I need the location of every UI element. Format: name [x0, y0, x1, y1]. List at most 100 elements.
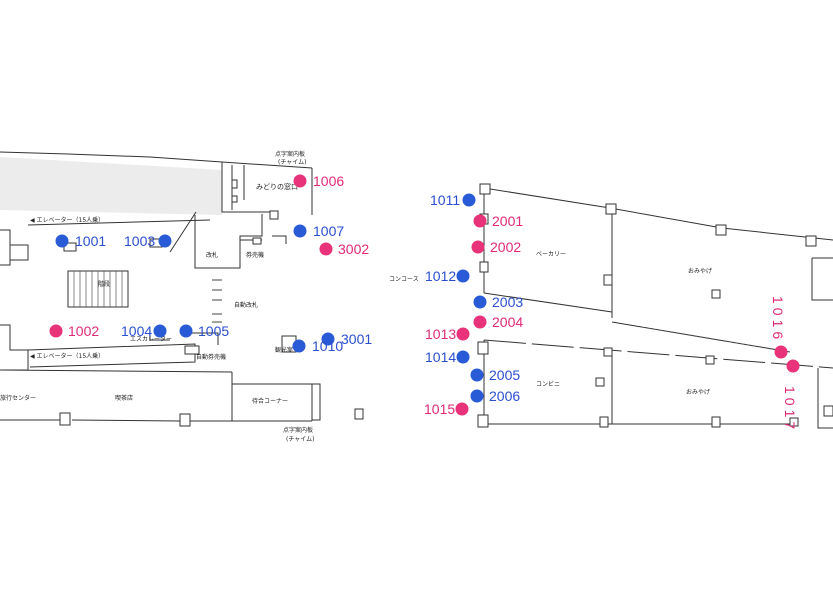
wall	[10, 244, 29, 261]
column	[603, 274, 613, 286]
marker-label-1004: 1004	[121, 323, 152, 339]
wall	[817, 368, 833, 429]
marker-label-2006: 2006	[489, 388, 520, 404]
marker-label-1005: 1005	[198, 323, 229, 339]
marker-dot-2004[interactable]	[473, 315, 487, 329]
wall	[272, 235, 287, 244]
marker-label-1015: 1015	[424, 401, 455, 417]
wall	[194, 214, 263, 269]
column	[184, 345, 200, 355]
wall	[71, 419, 181, 422]
wall	[0, 369, 233, 373]
column	[252, 237, 262, 245]
tenji-top-label: 点字案内板	[275, 150, 305, 158]
marker-label-2004: 2004	[492, 314, 523, 330]
gate-lines	[212, 279, 222, 323]
marker-dot-1002[interactable]	[49, 324, 63, 338]
marker-dots	[49, 174, 800, 416]
ryokou-center-label: 旅行センター	[0, 394, 36, 402]
marker-label-2001: 2001	[492, 213, 523, 229]
marker-dot-3002[interactable]	[319, 242, 333, 256]
marker-dot-1006[interactable]	[293, 174, 307, 188]
marker-dot-1004[interactable]	[153, 324, 167, 338]
marker-dot-2001[interactable]	[473, 214, 487, 228]
kenbaiki-label: 券売機	[246, 251, 264, 259]
column	[823, 405, 833, 417]
marker-dot-2002[interactable]	[471, 240, 485, 254]
marker-dot-1011[interactable]	[462, 193, 476, 207]
column	[705, 355, 715, 365]
column	[789, 417, 799, 427]
concourse-label: コンコース	[389, 276, 419, 283]
marker-dot-1016[interactable]	[774, 345, 788, 359]
stairs-label: 階段	[98, 280, 110, 288]
marker-dot-1014[interactable]	[456, 350, 470, 364]
marker-label-3001: 3001	[341, 331, 372, 347]
marker-label-1003: 1003	[124, 233, 155, 249]
column	[711, 289, 721, 299]
wall	[483, 187, 833, 241]
marker-dot-1012[interactable]	[456, 269, 470, 283]
column	[715, 224, 727, 236]
marker-label-2005: 2005	[489, 367, 520, 383]
column	[477, 341, 489, 355]
wall	[169, 211, 197, 253]
elevator-top-label: ◀ エレベーター（15人乗）	[30, 216, 104, 224]
marker-label-1010: 1010	[312, 338, 343, 354]
kankou-label: 観光案	[275, 346, 293, 354]
marker-dot-1007[interactable]	[293, 224, 307, 238]
marker-label-2002: 2002	[490, 239, 521, 255]
marker-dot-1005[interactable]	[179, 324, 193, 338]
machiai-corner-label: 待合コーナー	[252, 397, 288, 405]
chime-top-label: (チャイム)	[278, 159, 307, 166]
marker-label-1006: 1006	[313, 173, 344, 189]
wall	[611, 321, 791, 353]
column	[354, 408, 364, 420]
column	[805, 235, 817, 247]
wall	[149, 330, 170, 341]
wall	[190, 332, 219, 345]
wall	[221, 162, 270, 213]
column	[599, 416, 609, 428]
wall	[0, 151, 313, 169]
column	[269, 210, 279, 220]
marker-label-1014: 1014	[425, 349, 456, 365]
marker-label-1016: 1016	[770, 296, 786, 343]
conveni-label: コンビニ	[536, 380, 560, 388]
marker-dot-1003[interactable]	[158, 234, 172, 248]
column	[231, 179, 238, 189]
marker-dot-2003[interactable]	[473, 295, 487, 309]
column	[179, 413, 191, 427]
marker-label-1017: 1017	[782, 386, 798, 433]
column	[479, 183, 491, 195]
shaded-area	[0, 157, 222, 215]
column	[59, 412, 71, 426]
marker-label-1007: 1007	[313, 223, 344, 239]
marker-label-3002: 3002	[338, 241, 369, 257]
marker-dot-1013[interactable]	[456, 327, 470, 341]
map-text-labels: 点字案内板 (チャイム) みどりの窓口 ◀ エレベーター（15人乗） 改札 券売…	[0, 150, 712, 443]
marker-dot-1010[interactable]	[292, 339, 306, 353]
omiyage-2-label: おみやげ	[686, 388, 710, 396]
marker-label-1002: 1002	[68, 323, 99, 339]
marker-dot-2005[interactable]	[470, 368, 484, 382]
column	[231, 195, 238, 203]
marker-dot-1017[interactable]	[786, 359, 800, 373]
marker-label-1012: 1012	[425, 268, 456, 284]
marker-dot-2006[interactable]	[470, 389, 484, 403]
marker-labels: 1006 1007 3002 1001 1003 1002 1004 1005 30011010…	[68, 173, 798, 433]
wall	[27, 219, 211, 226]
marker-label-1001: 1001	[75, 233, 106, 249]
wall	[811, 258, 833, 301]
column	[603, 347, 613, 357]
escalator-label: エスカレーター	[130, 335, 172, 343]
kissa-label: 喫茶店	[115, 394, 133, 402]
marker-label-2003: 2003	[492, 294, 523, 310]
marker-dot-1001[interactable]	[55, 234, 69, 248]
marker-dot-3001[interactable]	[321, 332, 335, 346]
midori-window-label: みどりの窓口	[256, 182, 298, 191]
marker-dot-1015[interactable]	[455, 402, 469, 416]
column	[311, 383, 321, 421]
